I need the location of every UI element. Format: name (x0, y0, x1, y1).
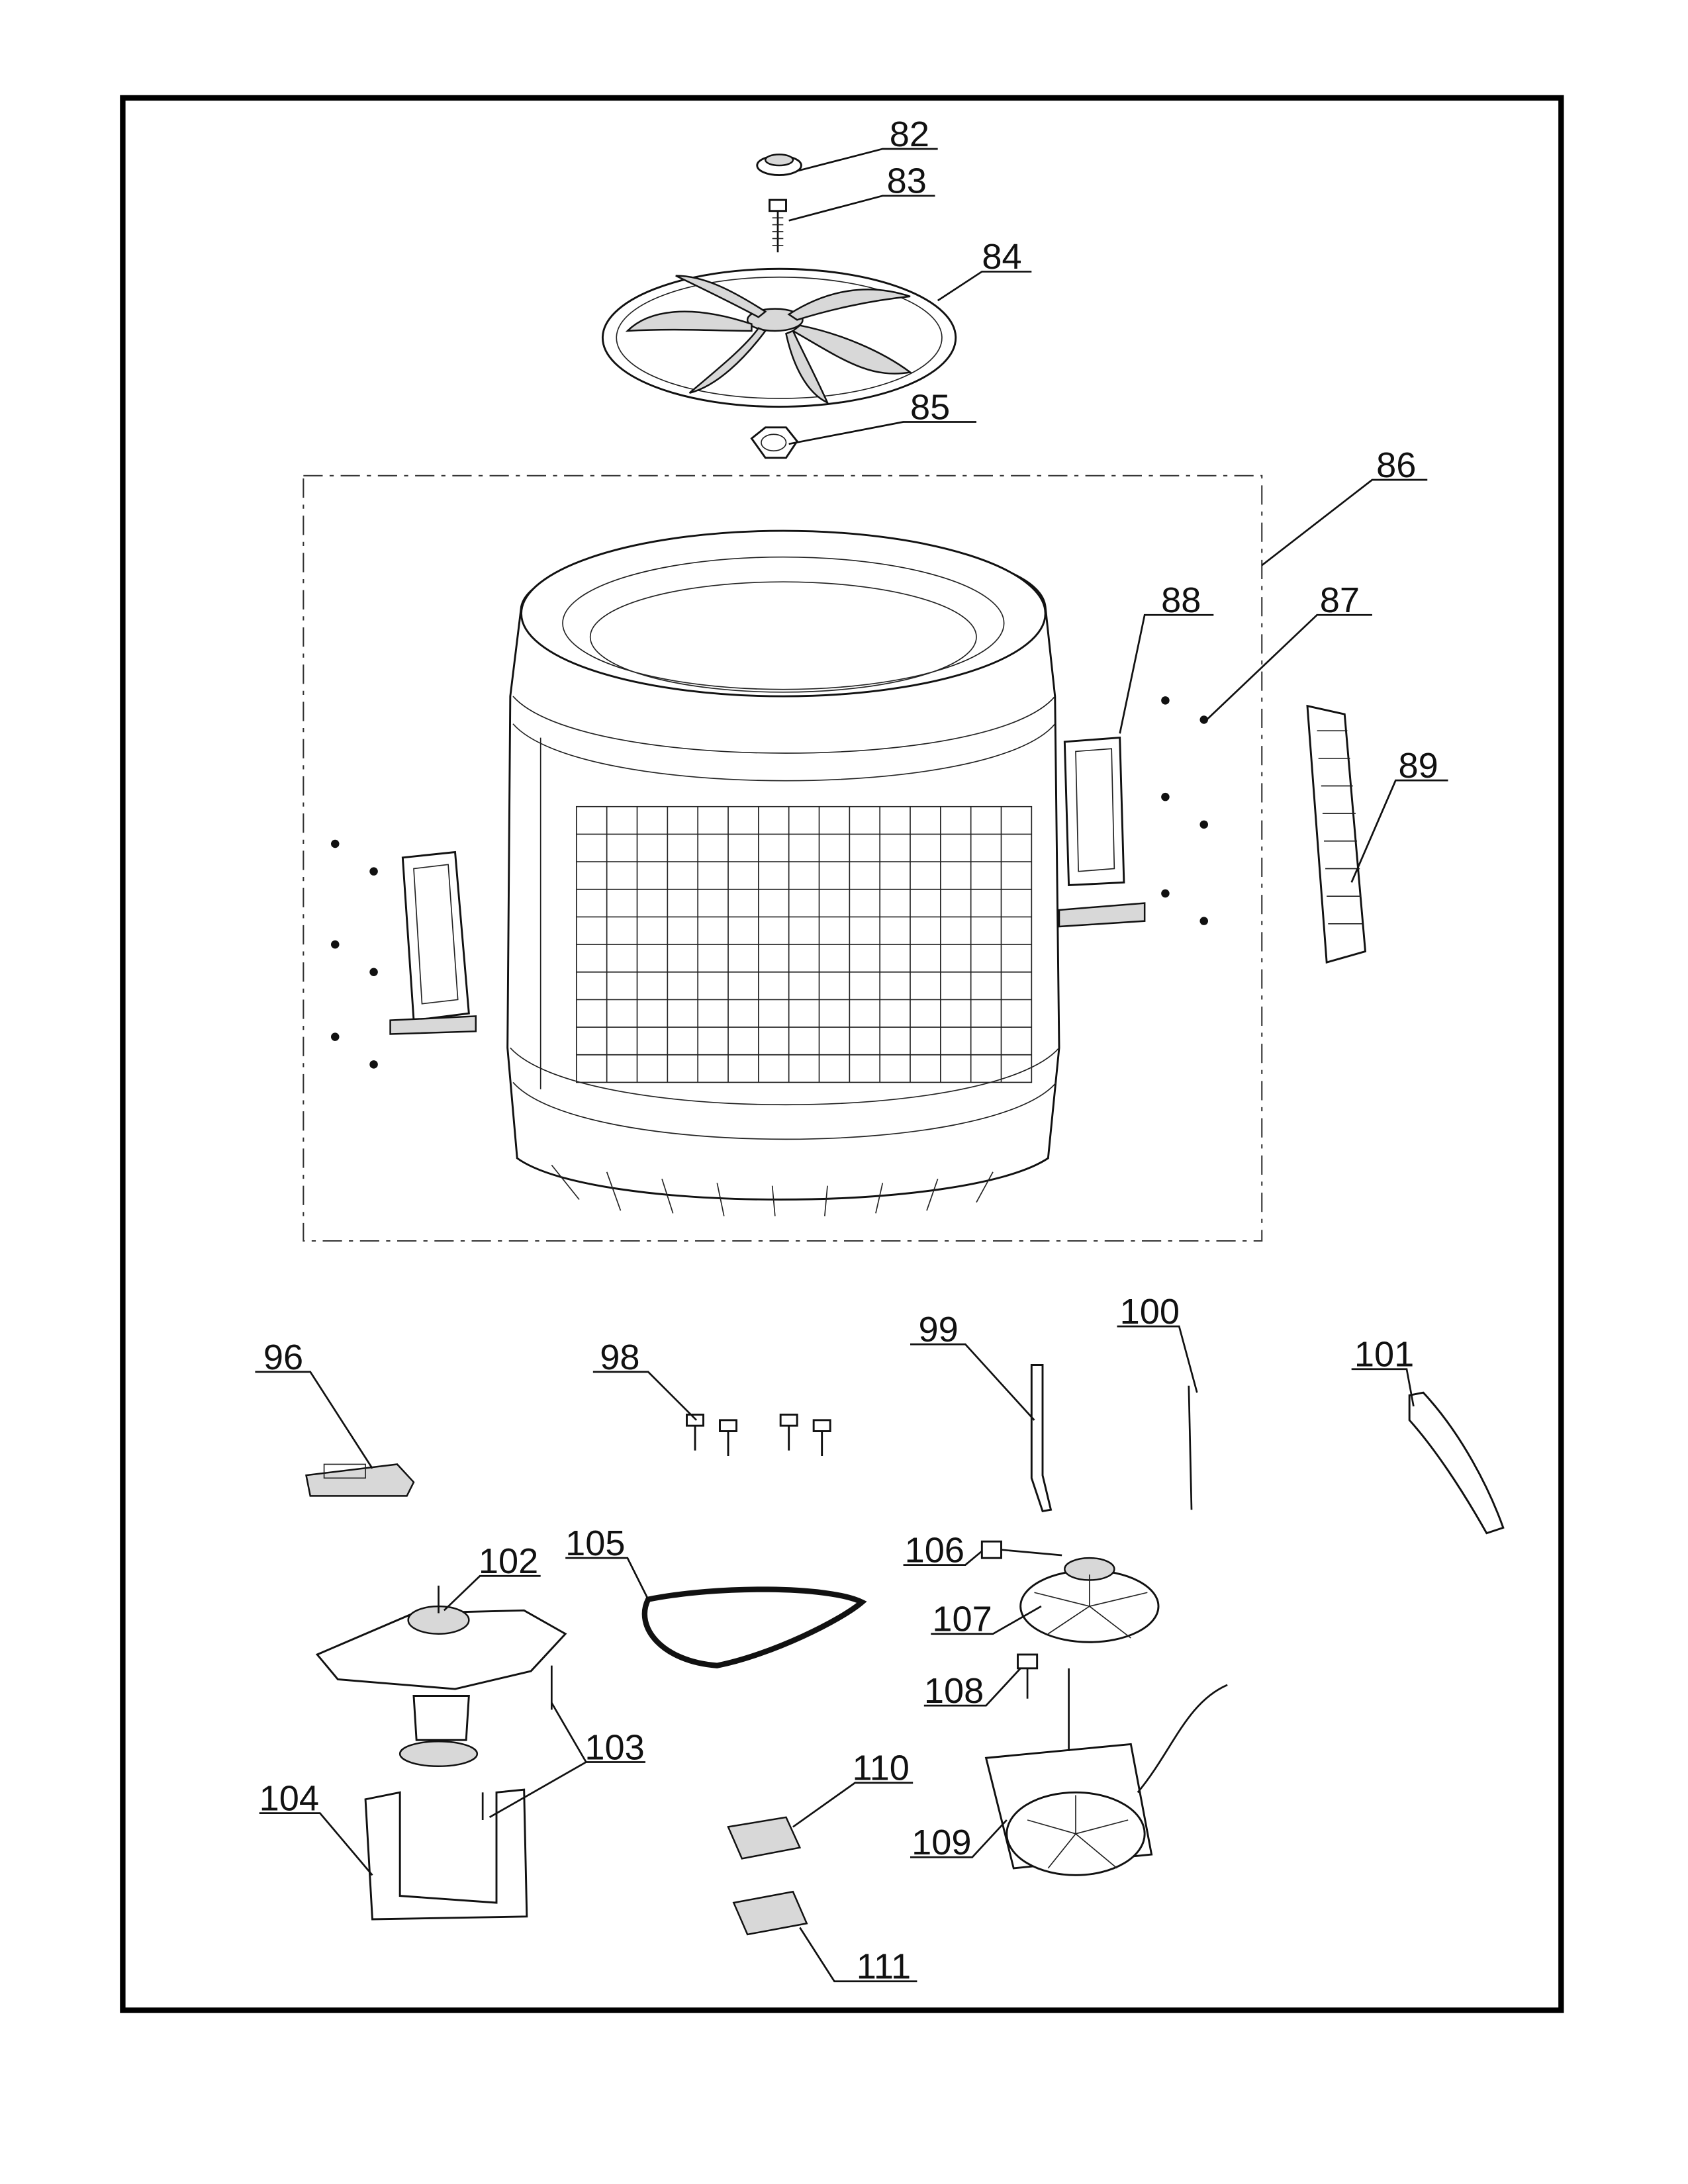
part-85-nut (750, 426, 798, 459)
part-98-screws (686, 1414, 831, 1456)
callout-82: 82 (890, 114, 929, 154)
callout-102: 102 (479, 1541, 538, 1581)
part-101-strip (1408, 1391, 1505, 1535)
callout-83: 83 (887, 161, 927, 201)
callout-106: 106 (905, 1530, 964, 1570)
callout-86: 86 (1376, 445, 1416, 485)
callout-99: 99 (919, 1310, 959, 1349)
callout-104: 104 (259, 1778, 319, 1818)
callout-111: 111 (857, 1947, 911, 1987)
part-111-damper (732, 1890, 808, 1936)
part-103-bolts (481, 1665, 553, 1820)
tub-assembly-box (303, 475, 1263, 1242)
part-105-belt (641, 1586, 867, 1668)
part-106-screw (980, 1540, 1062, 1559)
callout-105: 105 (565, 1524, 625, 1563)
part-89-lint-filter (1306, 704, 1367, 964)
callout-108: 108 (924, 1671, 984, 1711)
callout-88: 88 (1161, 580, 1201, 620)
callout-87: 87 (1320, 580, 1360, 620)
part-109-motor (984, 1668, 1228, 1876)
part-96 (305, 1463, 415, 1497)
callout-101: 101 (1354, 1335, 1414, 1375)
callout-103: 103 (585, 1727, 644, 1767)
part-110-damper (727, 1816, 802, 1860)
page-frame (120, 95, 1564, 2013)
callout-85: 85 (910, 387, 950, 427)
part-83-bolt (769, 199, 787, 253)
callout-84: 84 (982, 237, 1021, 277)
part-99-rod (1030, 1364, 1053, 1512)
callout-100: 100 (1120, 1292, 1180, 1332)
callout-89: 89 (1399, 746, 1438, 786)
callout-96: 96 (263, 1338, 303, 1377)
part-88-bracket-right (1058, 737, 1146, 928)
callout-109: 109 (912, 1823, 971, 1862)
part-100-wire (1188, 1385, 1193, 1510)
callout-110: 110 (853, 1749, 910, 1788)
part-84-pulsator (601, 267, 957, 408)
leader-lines (255, 148, 1448, 1983)
callout-98: 98 (600, 1338, 639, 1377)
callout-107: 107 (932, 1600, 992, 1639)
part-82-cap (756, 154, 802, 177)
part-88-bracket-left (389, 850, 477, 1035)
part-107-pulley (1019, 1557, 1160, 1643)
part-108-bolt (1017, 1653, 1039, 1699)
part-87-screws (331, 696, 1208, 1069)
part-86-wash-tub (506, 529, 1060, 1216)
part-104-bracket (364, 1788, 528, 1921)
part-102-gear-case (315, 1585, 567, 1767)
